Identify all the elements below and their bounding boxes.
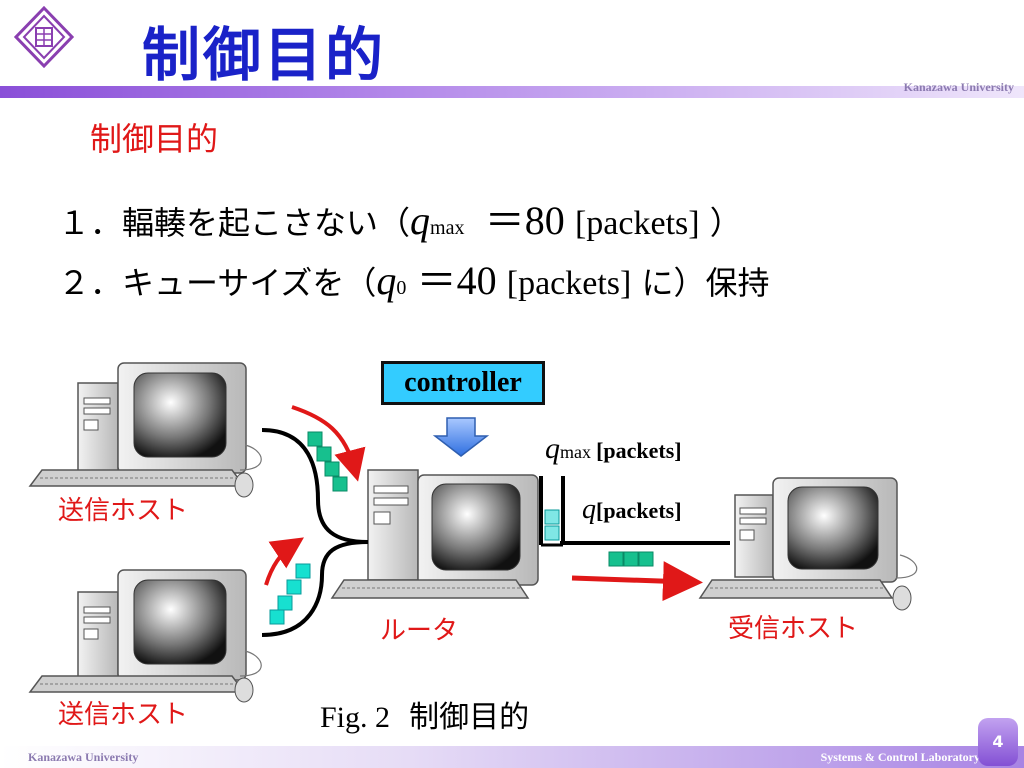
- controller-arrow-icon: [432, 417, 490, 457]
- figure-caption-text: 制御目的: [409, 700, 530, 735]
- header-bar: [0, 86, 1024, 98]
- objective-1-suffix: ）: [709, 204, 742, 242]
- header-university: Kanazawa University: [903, 80, 1014, 94]
- sender-host-1-icon: [28, 362, 262, 498]
- qmax-label: qmax [packets]: [545, 432, 682, 466]
- router-label: ルータ: [380, 616, 459, 646]
- q-label: q[packets]: [582, 494, 682, 526]
- university-logo-icon: [14, 6, 74, 68]
- flow-arrow-sender2-icon: [264, 537, 304, 586]
- objective-1-var: q: [410, 198, 431, 243]
- objective-1-unit: [packets]: [574, 205, 700, 242]
- page-number-badge: 4: [978, 718, 1018, 766]
- objective-item-1: １．輻輳を起こさない（qmax ＝80 [packets] ）: [58, 188, 742, 246]
- objective-2-sub: 0: [396, 277, 407, 299]
- q-unit: [packets]: [596, 498, 682, 523]
- link-sender2-router: [261, 540, 369, 637]
- qmax-var: q: [545, 432, 560, 465]
- qmax-sub: max: [560, 442, 591, 462]
- objective-2-eq: ＝40: [416, 258, 497, 303]
- sender-host-2-label: 送信ホスト: [58, 700, 189, 730]
- receiver-host-icon: [698, 477, 918, 611]
- objective-2-suffix: に）保持: [641, 264, 770, 302]
- packets-sender2-icon: [269, 563, 311, 625]
- router-icon: [330, 469, 539, 599]
- objective-2-unit: [packets]: [506, 265, 632, 302]
- controller-box: controller: [381, 361, 545, 405]
- footer-lab: Systems & Control Laboratory: [820, 750, 980, 764]
- section-subtitle: 制御目的: [90, 120, 219, 158]
- flow-arrow-sender1-icon: [291, 405, 366, 482]
- qmax-unit: [packets]: [596, 438, 682, 463]
- sender-host-2-icon: [28, 569, 262, 703]
- packets-receiver-icon: [608, 551, 654, 567]
- objective-2-var: q: [376, 258, 397, 303]
- figure-number: Fig. 2: [320, 701, 391, 734]
- q-var: q: [582, 494, 596, 525]
- figure-caption: Fig. 2 制御目的: [320, 692, 529, 736]
- page-title: 制御目的: [142, 21, 387, 89]
- queue-buffer-icon: [539, 476, 565, 547]
- objective-1-eq: ＝80: [484, 198, 565, 243]
- link-sender1-router: [261, 428, 369, 544]
- objective-1-sub: max: [430, 217, 465, 239]
- flow-arrow-receiver-icon: [571, 561, 703, 602]
- sender-host-1-label: 送信ホスト: [58, 496, 189, 526]
- footer-university: Kanazawa University: [28, 750, 139, 764]
- packets-sender1-icon: [307, 431, 348, 492]
- objective-item-2: ２．キューサイズを（q0 ＝40 [packets] に）保持: [58, 248, 770, 306]
- objective-1-prefix: １．輻輳を起こさない（: [58, 204, 411, 242]
- objective-2-prefix: ２．キューサイズを（: [58, 264, 377, 302]
- footer-bar: [0, 746, 1024, 768]
- receiver-host-label: 受信ホスト: [728, 614, 859, 644]
